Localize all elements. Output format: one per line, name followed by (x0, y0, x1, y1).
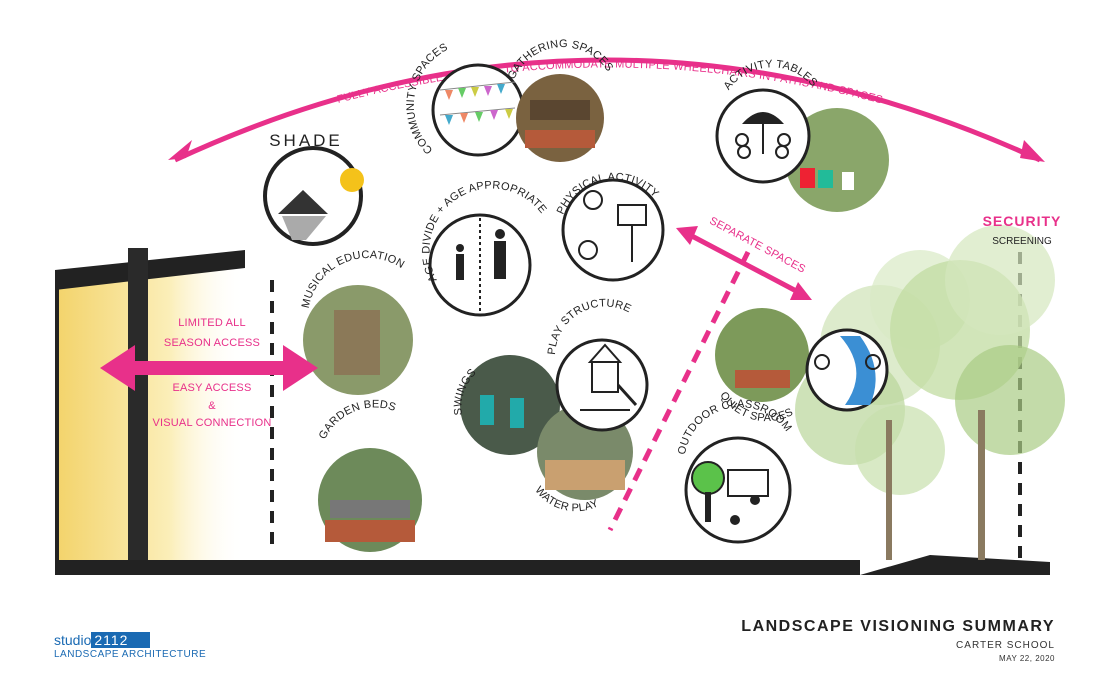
student-icon (730, 515, 740, 525)
musical-education-node: MUSICAL EDUCATION (300, 249, 413, 395)
brand-tagline: LANDSCAPE ARCHITECTURE (54, 649, 207, 660)
title: LANDSCAPE VISIONING SUMMARY (741, 618, 1055, 635)
ground-line (55, 555, 1050, 575)
child-icon (456, 244, 464, 280)
svg-text:&: & (208, 400, 216, 412)
svg-text:GARDEN BEDS: GARDEN BEDS (317, 398, 398, 441)
play-structure-icon (580, 343, 638, 411)
footer-title: LANDSCAPE VISIONING SUMMARY CARTER SCHOO… (720, 618, 1055, 663)
separate-spaces-divider (607, 250, 751, 532)
svg-text:SECURITY: SECURITY (983, 213, 1062, 229)
subtitle: CARTER SCHOOL (956, 640, 1055, 651)
security-label: SECURITY SCREENING (983, 213, 1062, 247)
age-divide-node: AGE DIVIDE + AGE APPROPRIATE (420, 179, 548, 317)
activity-tables-node: ACTIVITY TABLES (715, 58, 889, 212)
svg-text:SEPARATE SPACES: SEPARATE SPACES (707, 215, 807, 276)
basketball-icon (583, 190, 603, 210)
tree-icon (865, 354, 881, 370)
shade-label: SHADE (269, 131, 343, 150)
wheelchair-icon (578, 240, 598, 260)
community-spaces-node: COMMUNITY SPACES (405, 41, 525, 157)
physical-activity-node: PHYSICAL ACTIVITY (555, 171, 665, 282)
svg-text:SEASON ACCESS: SEASON ACCESS (164, 337, 260, 349)
bunting-icon (439, 81, 516, 125)
whiteboard-icon (727, 469, 769, 497)
gathering-spaces-node: GATHERING SPACES (506, 38, 615, 162)
shade-node: SHADE (263, 131, 364, 246)
date: MAY 22, 2020 (999, 654, 1055, 663)
svg-text:EASY ACCESS: EASY ACCESS (172, 382, 251, 394)
building-section (55, 248, 245, 565)
umbrella-icon (278, 190, 328, 214)
swings-node: SWINGS (452, 355, 560, 455)
garden-beds-node: GARDEN BEDS (317, 398, 422, 552)
brand-name: studio (54, 632, 92, 648)
teacher-icon (750, 495, 760, 505)
wheelchair-table-icon (735, 112, 791, 159)
svg-text:LIMITED ALL: LIMITED ALL (178, 317, 246, 329)
play-structure-node: PLAY STRUCTURE (546, 297, 649, 432)
svg-text:SCREENING: SCREENING (992, 236, 1052, 247)
tree-icon (814, 354, 830, 370)
sun-icon (340, 168, 364, 192)
access-arrow: LIMITED ALL SEASON ACCESS EASY ACCESS & … (100, 317, 318, 429)
outdoor-classroom-node: OUTDOOR CLASSROOM (676, 398, 794, 544)
svg-text:VISUAL CONNECTION: VISUAL CONNECTION (152, 417, 271, 429)
tree-icon (691, 461, 725, 495)
brand-number: 2112 (91, 632, 151, 648)
adult-icon (494, 229, 506, 279)
stream-icon (840, 336, 876, 405)
